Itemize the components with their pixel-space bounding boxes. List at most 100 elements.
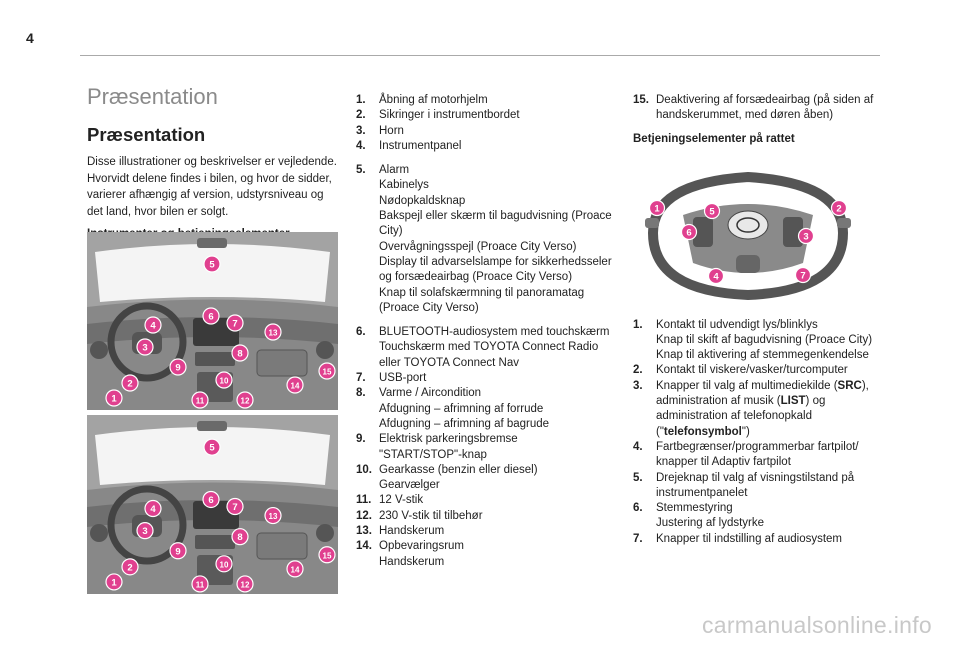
svg-text:4: 4 [150,321,156,332]
callout-4: 4 [144,316,162,334]
callout-11: 11 [191,391,209,409]
item-number: 3. [356,124,366,137]
callout-10: 10 [215,371,233,389]
svg-text:7: 7 [232,319,237,330]
item-number: 2. [633,364,643,377]
column-wheel: 15.Deaktivering af forsædeairbag (på sid… [633,93,888,547]
callout-13: 13 [264,323,282,341]
item-number: 10. [356,463,372,476]
svg-text:4: 4 [713,271,719,282]
header-rule [80,55,880,56]
list-item: 4.Instrumentpanel [356,139,618,154]
item-number: 13. [356,525,372,538]
item-text: Gearkasse (benzin eller diesel)Gearvælge… [379,463,538,492]
svg-text:7: 7 [232,502,237,513]
list-item: 12.230 V-stik til tilbehør [356,509,618,524]
svg-text:11: 11 [196,580,205,589]
list-item: 7. Knapper til indstilling af audiosystem [633,532,888,547]
item-text: Drejeknap til valg af visningstilstand p… [656,471,855,499]
callout-12: 12 [236,575,254,593]
callout-3: 3 [797,227,815,244]
svg-text:10: 10 [220,560,229,569]
svg-text:9: 9 [175,363,180,374]
item-text: Deaktivering af forsædeairbag (på siden … [656,94,874,122]
steering-wheel-illustration: 1 2 3 4 56 7 [645,171,851,300]
svg-text:6: 6 [208,312,213,323]
item-number: 5. [633,471,643,484]
callout-6: 6 [202,490,220,509]
callout-7: 7 [794,266,812,283]
list-item: 1. Åbning af motorhjelm [356,93,618,108]
svg-text:12: 12 [241,397,250,406]
list-item: 15. Deaktivering af forsædeairbag (på sid… [633,93,888,124]
svg-text:11: 11 [196,397,205,406]
item-text: 12 V-stik [379,494,424,507]
list-item: 10. Gearkasse (benzin eller diesel)Gearvæ… [356,463,618,494]
callout-10: 10 [215,555,233,573]
item-number: 15. [633,94,649,106]
callout-3: 3 [136,522,154,540]
callout-13: 13 [264,506,282,525]
list-item: 3.Knapper til valg af multimediekilde (S… [633,379,888,440]
svg-text:3: 3 [142,343,147,354]
item-text: Horn [379,124,404,137]
svg-text:6: 6 [208,495,213,506]
callout-5: 5 [703,202,721,219]
item-text: Knapper til valg af multimediekilde (SRC… [656,379,869,438]
list-item: 13. Handskerum [356,524,618,539]
item-text: Sikringer i instrumentbordet [379,109,520,122]
svg-text:10: 10 [220,377,229,386]
svg-text:15: 15 [323,368,332,377]
list-item: 2.Kontakt til viskere/vasker/turcomputer [633,363,888,378]
svg-text:2: 2 [836,203,841,214]
legend-list-airbag: 15. Deaktivering af forsædeairbag (på sid… [633,93,888,124]
svg-text:2: 2 [127,379,132,390]
svg-text:1: 1 [654,203,660,214]
callout-6: 6 [202,307,220,325]
callout-5: 5 [203,438,221,456]
callout-11: 11 [191,575,209,593]
callout-7: 7 [226,497,244,516]
callout-1: 1 [105,573,123,591]
callout-6: 6 [680,223,698,240]
svg-text:8: 8 [237,532,242,543]
callout-7: 7 [226,314,244,332]
svg-text:1: 1 [111,394,117,405]
item-number: 1. [356,94,366,106]
svg-text:12: 12 [241,580,250,589]
item-text: Elektrisk parkeringsbremse"START/STOP"-k… [379,433,518,461]
svg-text:9: 9 [175,546,180,557]
callout-8: 8 [231,528,249,546]
item-number: 1. [633,318,643,331]
callout-2: 2 [121,374,139,392]
callout-15: 15 [318,546,336,564]
callout-9: 9 [169,358,187,376]
callout-1: 1 [105,389,123,407]
list-item: 5. Drejeknap til valg af visningstilstand… [633,471,888,502]
item-text: Handskerum [379,525,445,538]
item-text: Knapper til indstilling af audiosystem [656,532,843,545]
callout-2: 2 [830,199,848,216]
list-item: 4.Fartbegrænser/programmerbar fartpilot/… [633,440,888,471]
item-text: Instrumentpanel [379,139,462,152]
svg-text:13: 13 [269,512,278,521]
svg-text:14: 14 [291,565,300,574]
callout-2: 2 [121,558,139,576]
item-number: 7. [633,532,643,545]
svg-text:8: 8 [237,349,242,360]
item-number: 6. [356,326,366,339]
item-text: Fartbegrænser/programmerbar fartpilot/ k… [656,440,859,469]
item-text: Åbning af motorhjelm [379,94,488,106]
